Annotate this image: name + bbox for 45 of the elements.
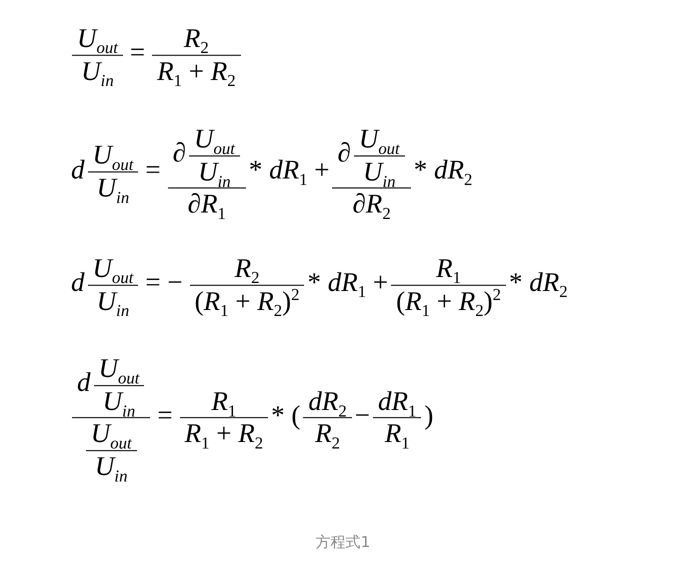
formula-term: = (156, 400, 174, 430)
formula-term: ∂R$_{1}$ (186, 188, 227, 219)
formula-term: U$_{out}$ (92, 140, 134, 170)
formula-term: U$_{in}$ (96, 172, 130, 202)
formula-term: (R$_{1}$ + R$_{2}$)$^{2}$ (194, 286, 300, 316)
formula-term: U$_{out}$ (76, 22, 119, 53)
formula-term: ∂R$_{2}$ (351, 188, 392, 219)
formula-term: U$_{out}$ (192, 123, 236, 154)
formula-term: R$_{1}$ + R$_{2}$ (184, 418, 264, 448)
formula-term: − (354, 400, 371, 430)
formula-term: R$_{2}$ (314, 418, 341, 448)
caption: 方程式1 (314, 533, 372, 552)
formula-term: R$_{1}$ (435, 252, 462, 283)
formula-term: (R$_{1}$ + R$_{2}$)$^{2}$ (395, 286, 502, 316)
formula-term: ∂ (336, 138, 352, 168)
formula-term: ∂ (172, 138, 187, 168)
formula-term: d (76, 368, 92, 398)
formula-term: R$_{1}$ + R$_{2}$ (156, 56, 237, 86)
formula-term: * dR$_{1}$ + (248, 154, 330, 184)
formula-term: U$_{in}$ (94, 451, 128, 482)
formula-term: R$_{2}$ (234, 252, 260, 283)
formula-term: R$_{1}$ (210, 386, 238, 416)
formula-term: * ( (270, 400, 302, 430)
formula-term: U$_{in}$ (102, 386, 136, 416)
formula-term: d (70, 154, 86, 184)
formula-term: = (144, 154, 162, 184)
formula-term: * dR$_{2}$ (508, 267, 569, 298)
formula-term: R$_{1}$ (384, 418, 411, 448)
formula-term: U$_{out}$ (90, 418, 133, 448)
formula-term: d (70, 267, 86, 298)
formula-term: ) (423, 400, 434, 430)
formula-term: dR$_{1}$ (376, 386, 418, 416)
formula-term: U$_{out}$ (358, 123, 401, 154)
formula-term: U$_{in}$ (96, 286, 130, 316)
formula-term: U$_{in}$ (362, 156, 397, 186)
formula-term: * dR$_{2}$ (412, 154, 474, 184)
formula-term: U$_{in}$ (80, 56, 115, 86)
formula-term: R$_{2}$ (182, 22, 210, 53)
formula-term: = − (144, 267, 184, 298)
formula-term: * dR$_{1}$ + (306, 267, 390, 298)
formula-term: U$_{out}$ (92, 252, 134, 283)
formula-term: = (128, 37, 146, 68)
formula-term: dR$_{2}$ (307, 386, 348, 416)
formula-term: U$_{out}$ (98, 353, 140, 384)
formula-term: U$_{in}$ (197, 156, 232, 186)
